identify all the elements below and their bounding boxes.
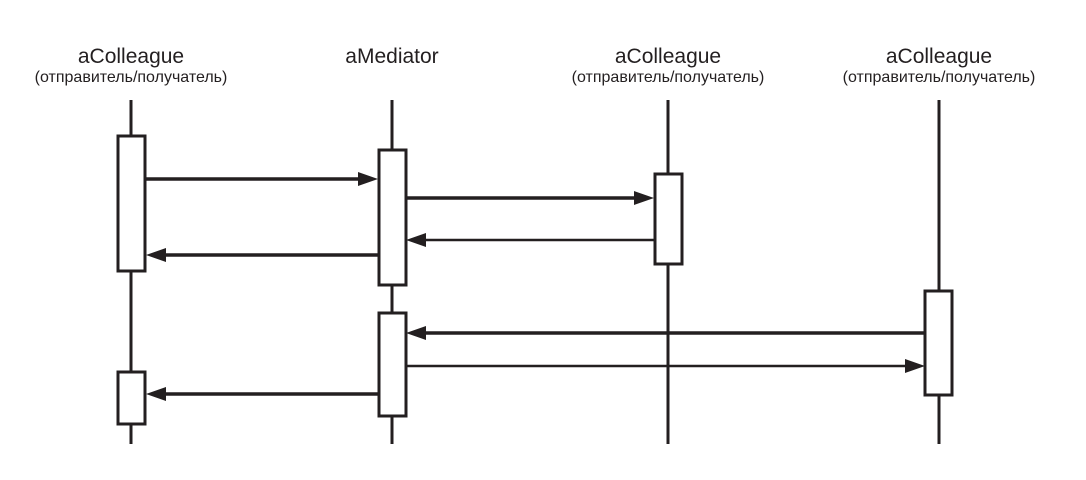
arrowhead-right-icon (358, 172, 378, 186)
arrowhead-left-icon (146, 248, 166, 262)
participant-name: aColleague (886, 45, 992, 68)
participant-role: (отправитель/получатель) (35, 69, 228, 86)
arrowhead-right-icon (634, 191, 654, 205)
participant-name: aColleague (78, 45, 184, 68)
activation-box-colleague-sender (116, 370, 147, 426)
participant-role: (отправитель/получатель) (843, 69, 1036, 86)
message-arrow (146, 248, 378, 262)
message-arrow (146, 172, 378, 186)
message-arrow (406, 191, 654, 205)
participant-role: (отправитель/получатель) (572, 69, 765, 86)
message-arrow (406, 233, 654, 247)
arrowhead-left-icon (406, 326, 426, 340)
activation-box-colleague-receiver-1 (653, 172, 684, 266)
participant-header-colleague-sender: aColleague (отправитель/получатель) (35, 45, 228, 86)
arrowhead-right-icon (905, 359, 925, 373)
message-arrow (406, 359, 925, 373)
arrowhead-left-icon (406, 233, 426, 247)
participant-name: aMediator (345, 45, 438, 68)
arrowhead-left-icon (146, 387, 166, 401)
activation-box-colleague-receiver-2 (923, 289, 954, 397)
message-arrow (146, 387, 378, 401)
participant-header-colleague-receiver-2: aColleague (отправитель/получатель) (843, 45, 1036, 86)
participant-name: aColleague (615, 45, 721, 68)
participant-header-mediator: aMediator (345, 45, 438, 68)
activation-box-mediator (377, 148, 408, 287)
message-arrow (406, 326, 925, 340)
activation-box-mediator (377, 311, 408, 418)
participant-header-colleague-receiver-1: aColleague (отправитель/получатель) (572, 45, 765, 86)
activation-box-colleague-sender (116, 134, 147, 273)
